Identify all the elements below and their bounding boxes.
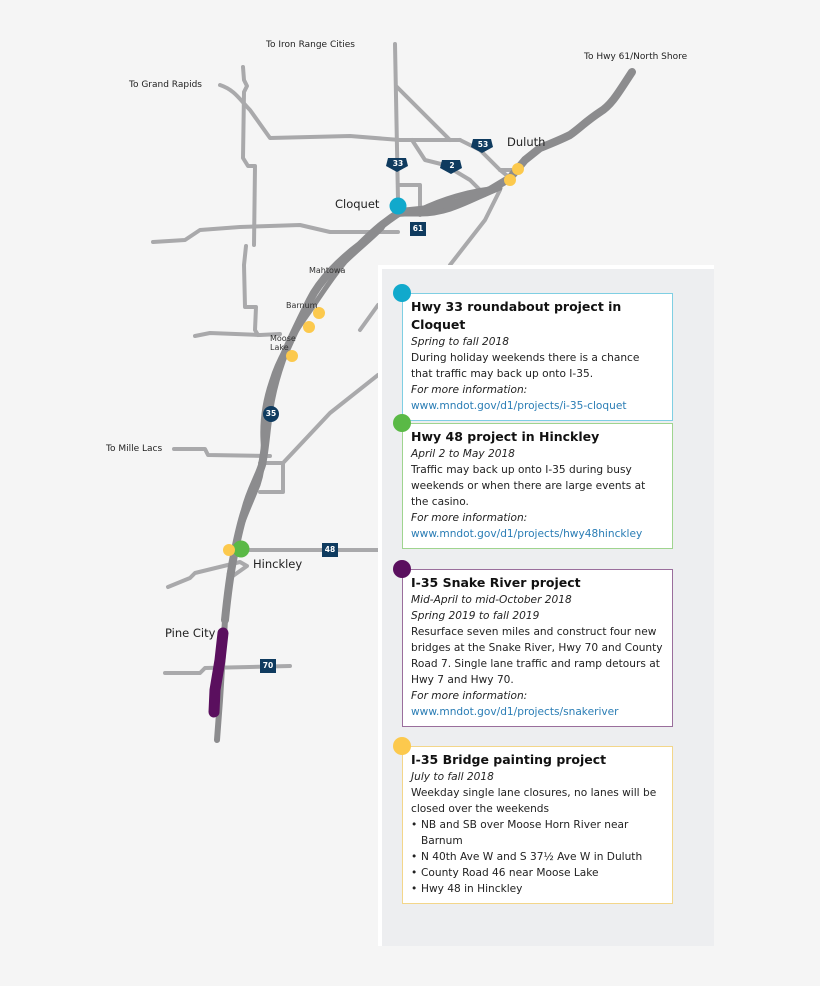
- label-barnum: Barnum: [286, 301, 318, 310]
- us-53-label: 53: [477, 140, 489, 149]
- list-item: NB and SB over Moose Horn River near Bar…: [411, 817, 664, 849]
- more-info-label: For more information:: [411, 690, 528, 702]
- label-grand-rapids: To Grand Rapids: [129, 80, 202, 90]
- us-33-shield: [386, 158, 408, 172]
- project-description: Traffic may back up onto I-35 during bus…: [411, 464, 646, 508]
- mn-70-shield: [260, 659, 276, 673]
- project-card-snake-river: I-35 Snake River project Mid-April to mi…: [393, 560, 673, 727]
- i-35-shield: [263, 406, 279, 422]
- route-shields: [260, 139, 493, 673]
- hinckley-project-marker: [232, 540, 250, 558]
- label-hinckley: Hinckley: [253, 557, 303, 571]
- label-pine-city: Pine City: [165, 626, 216, 640]
- snake-river-marker-icon: [393, 560, 411, 578]
- label-iron-range: To Iron Range Cities: [266, 40, 355, 50]
- mn-48-label: 48: [324, 545, 336, 554]
- painting-project-markers: [223, 163, 524, 556]
- hinckley-marker-icon: [393, 414, 411, 432]
- project-link[interactable]: www.mndot.gov/d1/projects/snakeriver: [411, 706, 619, 718]
- project-title: Hwy 48 project in Hinckley: [411, 429, 600, 444]
- list-item: County Road 46 near Moose Lake: [411, 865, 664, 881]
- snake-river-segment: [208, 627, 229, 718]
- project-description: Weekday single lane closures, no lanes w…: [411, 787, 657, 815]
- project-link[interactable]: www.mndot.gov/d1/projects/hwy48hinckley: [411, 528, 643, 540]
- project-title: Hwy 33 roundabout project in Cloquet: [411, 299, 622, 332]
- label-duluth: Duluth: [507, 135, 546, 149]
- label-mille-lacs: To Mille Lacs: [106, 444, 163, 454]
- mn-61-label: 61: [412, 224, 424, 233]
- list-item: Hwy 48 in Hinckley: [411, 881, 664, 897]
- us-53-shield: [471, 139, 493, 153]
- project-dates: Mid-April to mid-October 2018: [411, 594, 572, 606]
- project-title: I-35 Bridge painting project: [411, 752, 607, 767]
- label-moose: Moose: [270, 334, 296, 343]
- us-2-label: 2: [449, 161, 455, 170]
- local-roads: [151, 42, 520, 675]
- project-title: I-35 Snake River project: [411, 575, 581, 590]
- project-card-cloquet: Hwy 33 roundabout project in Cloquet Spr…: [393, 284, 673, 421]
- project-link[interactable]: www.mndot.gov/d1/projects/i-35-cloquet: [411, 400, 627, 412]
- location-list: NB and SB over Moose Horn River near Bar…: [411, 817, 664, 897]
- project-card-hinckley: Hwy 48 project in Hinckley April 2 to Ma…: [393, 414, 673, 549]
- i-35-label: 35: [265, 409, 277, 418]
- us-2-shield: [440, 160, 462, 174]
- us-33-label: 33: [392, 159, 404, 168]
- label-north-shore: To Hwy 61/North Shore: [584, 52, 688, 62]
- project-description: Resurface seven miles and construct four…: [411, 626, 663, 686]
- mn-48-shield: [322, 543, 338, 557]
- label-cloquet: Cloquet: [335, 197, 380, 211]
- label-mahtowa: Mahtowa: [309, 266, 346, 275]
- list-item: N 40th Ave W and S 37½ Ave W in Duluth: [411, 849, 664, 865]
- project-card-bridge-painting: I-35 Bridge painting project July to fal…: [393, 737, 673, 904]
- more-info-label: For more information:: [411, 384, 528, 396]
- mn-70-label: 70: [262, 661, 274, 670]
- mn-61-shield: [410, 222, 426, 236]
- project-dates-2: Spring 2019 to fall 2019: [411, 610, 540, 622]
- more-info-label: For more information:: [411, 512, 528, 524]
- cloquet-marker-icon: [393, 284, 411, 302]
- project-dates: July to fall 2018: [411, 771, 494, 783]
- label-lake: Lake: [270, 343, 289, 352]
- project-description: During holiday weekends there is a chanc…: [411, 352, 640, 380]
- project-dates: Spring to fall 2018: [411, 336, 509, 348]
- cloquet-project-marker: [389, 197, 407, 215]
- project-dates: April 2 to May 2018: [411, 448, 515, 460]
- painting-marker-icon: [393, 737, 411, 755]
